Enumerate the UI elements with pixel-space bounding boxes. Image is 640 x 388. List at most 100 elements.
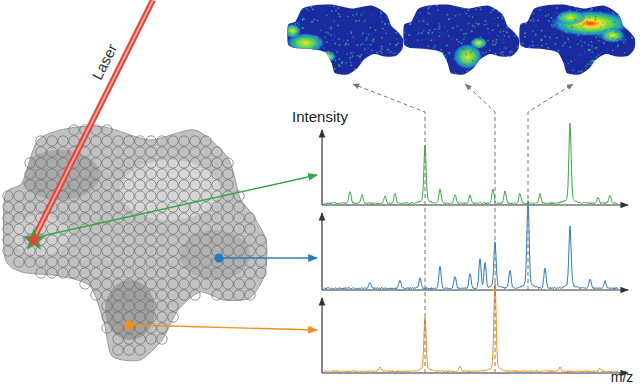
tissue-region <box>120 160 220 220</box>
raster-spot <box>168 235 178 245</box>
raster-spot <box>91 246 101 256</box>
raster-spot <box>146 191 156 201</box>
raster-spot <box>135 334 145 344</box>
raster-spot <box>190 136 200 146</box>
raster-spot <box>146 213 156 223</box>
raster-spot <box>179 246 189 256</box>
raster-spot <box>190 191 200 201</box>
raster-spot <box>91 136 101 146</box>
raster-spot <box>190 169 200 179</box>
raster-spot <box>113 180 123 190</box>
raster-spot <box>14 202 24 212</box>
raster-spot <box>113 345 123 355</box>
raster-spot <box>113 202 123 212</box>
raster-spot <box>146 301 156 311</box>
raster-spot <box>245 213 255 223</box>
raster-spot <box>146 180 156 190</box>
raster-spot <box>124 246 134 256</box>
raster-spot <box>36 257 46 267</box>
raster-spot <box>113 158 123 168</box>
raster-spot <box>234 224 244 234</box>
raster-spot <box>168 147 178 157</box>
raster-spot <box>47 147 57 157</box>
raster-spot <box>47 235 57 245</box>
raster-spot <box>102 180 112 190</box>
raster-spot <box>113 246 123 256</box>
raster-spot <box>168 169 178 179</box>
raster-spot <box>201 213 211 223</box>
raster-spot <box>124 202 134 212</box>
raster-spot <box>157 224 167 234</box>
raster-spot <box>256 246 266 256</box>
raster-spot <box>234 279 244 289</box>
raster-spot <box>80 191 90 201</box>
raster-spot <box>234 202 244 212</box>
pointer-arrow <box>132 325 317 330</box>
mass-spectrum <box>324 123 618 204</box>
raster-spot <box>135 246 145 256</box>
ion-image <box>519 4 635 75</box>
raster-spot <box>201 246 211 256</box>
raster-spot <box>69 213 79 223</box>
raster-spot <box>124 191 134 201</box>
raster-spot <box>212 213 222 223</box>
raster-spot <box>146 334 156 344</box>
raster-spot <box>25 257 35 267</box>
raster-spot <box>201 224 211 234</box>
raster-spot <box>256 235 266 245</box>
raster-spot <box>47 257 57 267</box>
raster-spot <box>190 257 200 267</box>
raster-spot <box>157 301 167 311</box>
raster-spot <box>69 125 79 135</box>
raster-spot <box>168 136 178 146</box>
raster-spot <box>212 202 222 212</box>
raster-spot <box>3 202 13 212</box>
raster-spot <box>190 213 200 223</box>
raster-spot <box>212 158 222 168</box>
intensity-axis <box>321 298 322 373</box>
raster-spot <box>69 191 79 201</box>
raster-spot <box>190 246 200 256</box>
raster-spot <box>146 169 156 179</box>
raster-spot <box>157 290 167 300</box>
axis-label: m/z <box>611 370 634 385</box>
raster-spot <box>223 235 233 245</box>
intensity-axis <box>321 130 322 205</box>
raster-spot <box>25 202 35 212</box>
raster-spot <box>135 235 145 245</box>
raster-spot <box>36 268 46 278</box>
raster-spot <box>179 147 189 157</box>
raster-spot <box>124 224 134 234</box>
raster-spot <box>168 312 178 322</box>
raster-spot <box>14 257 24 267</box>
raster-spot <box>102 312 112 322</box>
raster-spot <box>135 224 145 234</box>
raster-spot <box>157 180 167 190</box>
raster-spot <box>146 235 156 245</box>
raster-spot <box>69 257 79 267</box>
raster-spot <box>223 268 233 278</box>
raster-spot <box>135 301 145 311</box>
ion-image <box>284 4 404 76</box>
raster-spot <box>80 180 90 190</box>
raster-spot <box>80 169 90 179</box>
raster-spot <box>201 279 211 289</box>
raster-spot <box>135 323 145 333</box>
mz-axis <box>322 289 628 290</box>
raster-spot <box>124 290 134 300</box>
raster-spot <box>135 345 145 355</box>
raster-spot <box>80 246 90 256</box>
raster-spot <box>58 213 68 223</box>
raster-spot <box>102 125 112 135</box>
raster-spot <box>36 180 46 190</box>
raster-spot <box>80 268 90 278</box>
raster-spot <box>113 323 123 333</box>
raster-spot <box>124 301 134 311</box>
raster-spot <box>157 312 167 322</box>
raster-spot <box>157 158 167 168</box>
mz-axis <box>322 204 628 205</box>
raster-spot <box>14 213 24 223</box>
raster-spot <box>146 312 156 322</box>
raster-spot <box>113 268 123 278</box>
raster-spot <box>157 323 167 333</box>
